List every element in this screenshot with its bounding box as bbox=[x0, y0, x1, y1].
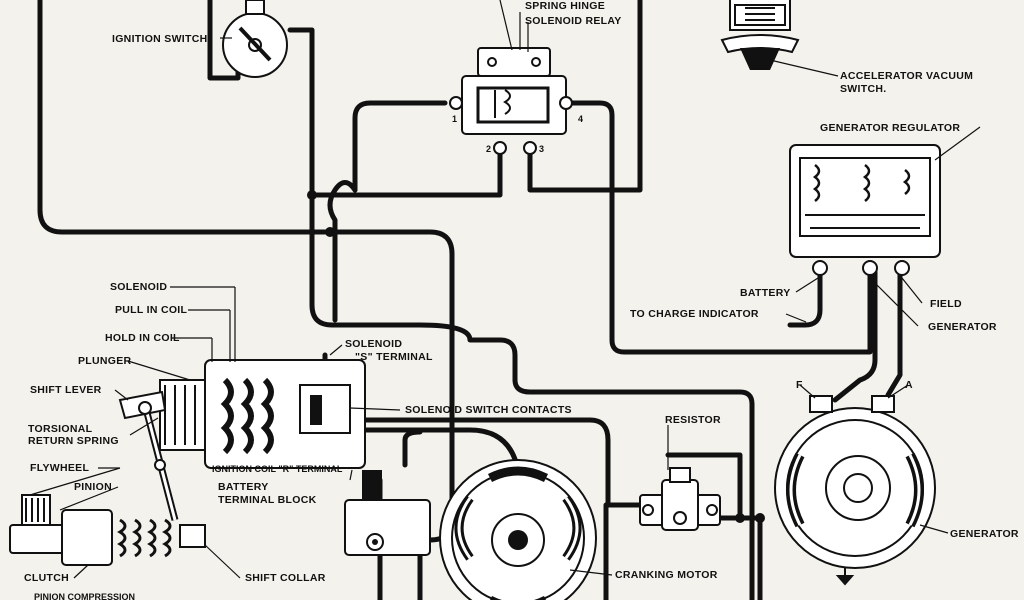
generator bbox=[774, 395, 936, 586]
cranking-motor bbox=[439, 459, 597, 600]
label-gen-f: F bbox=[796, 379, 803, 391]
label-shift-lever: SHIFT LEVER bbox=[30, 384, 102, 396]
label-accelerator-vacuum: ACCELERATOR VACUUM bbox=[840, 70, 973, 82]
label-generator: GENERATOR bbox=[950, 528, 1019, 540]
label-s-terminal: "S" TERMINAL bbox=[355, 351, 433, 363]
label-relay-terminal-3: 3 bbox=[539, 144, 544, 154]
label-solenoid: SOLENOID bbox=[110, 281, 167, 293]
label-return-spring: RETURN SPRING bbox=[28, 435, 119, 447]
label-resistor: RESISTOR bbox=[665, 414, 721, 426]
label-pull-in-coil: PULL IN COIL bbox=[115, 304, 188, 316]
label-generator-terminal: GENERATOR bbox=[928, 321, 997, 333]
label-pinion-compression: PINION COMPRESSION bbox=[34, 592, 135, 600]
label-spring-hinge: SPRING HINGE bbox=[525, 0, 605, 12]
label-generator-regulator: GENERATOR REGULATOR bbox=[820, 122, 960, 134]
label-battery: BATTERY bbox=[740, 287, 791, 299]
battery-terminal-block bbox=[344, 470, 431, 556]
label-relay-terminal-1: 1 bbox=[452, 114, 457, 124]
label-battery-terminal: BATTERY bbox=[218, 481, 269, 493]
label-solenoid-s: SOLENOID bbox=[345, 338, 402, 350]
label-ignition-switch: IGNITION SWITCH bbox=[112, 33, 208, 45]
label-pinion: PINION bbox=[74, 481, 112, 493]
leader-lines bbox=[29, 277, 923, 579]
ignition-switch bbox=[222, 0, 288, 78]
resistor bbox=[639, 467, 721, 531]
accelerator-vacuum-switch bbox=[720, 0, 800, 70]
label-cranking-motor: CRANKING MOTOR bbox=[615, 569, 718, 581]
label-solenoid-relay: SOLENOID RELAY bbox=[525, 15, 622, 27]
label-relay-terminal-4: 4 bbox=[578, 114, 583, 124]
label-to-charge-indicator: TO CHARGE INDICATOR bbox=[630, 308, 759, 320]
label-terminal-block: TERMINAL BLOCK bbox=[218, 494, 317, 506]
label-flywheel: FLYWHEEL bbox=[30, 462, 89, 474]
label-field: FIELD bbox=[930, 298, 962, 310]
wiring bbox=[37, 0, 903, 600]
label-torsional: TORSIONAL bbox=[28, 423, 93, 435]
label-relay-terminal-2: 2 bbox=[486, 144, 491, 154]
label-gen-a: A bbox=[905, 379, 913, 391]
labels: IGNITION SWITCH SPRING HINGE SOLENOID RE… bbox=[24, 0, 1019, 600]
label-solenoid-switch-contacts: SOLENOID SWITCH CONTACTS bbox=[405, 404, 572, 416]
junctions bbox=[307, 190, 765, 523]
label-shift-collar: SHIFT COLLAR bbox=[245, 572, 326, 584]
label-plunger: PLUNGER bbox=[78, 355, 132, 367]
label-accelerator-switch: SWITCH. bbox=[840, 83, 886, 95]
label-hold-in-coil: HOLD IN COIL bbox=[105, 332, 180, 344]
generator-regulator bbox=[789, 144, 941, 276]
label-ignition-coil-r: IGNITION COIL "R" TERMINAL bbox=[212, 464, 343, 474]
solenoid-assembly bbox=[159, 359, 366, 469]
solenoid-relay bbox=[449, 47, 573, 155]
pinion-clutch bbox=[9, 494, 206, 566]
label-clutch: CLUTCH bbox=[24, 572, 69, 584]
shift-lever bbox=[118, 390, 179, 521]
